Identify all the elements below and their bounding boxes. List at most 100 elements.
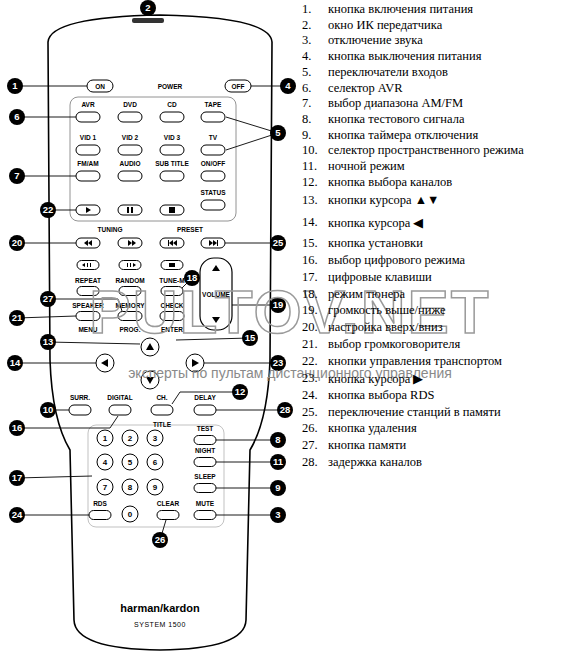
callout-circle: 20 — [9, 235, 25, 251]
key-label: 3 — [153, 434, 157, 443]
key-label: 9 — [153, 483, 157, 492]
button — [109, 405, 131, 415]
callout-number: 1 — [12, 81, 17, 91]
callout-number: 21 — [12, 313, 23, 323]
key-label: 1 — [103, 434, 107, 443]
button — [118, 112, 142, 122]
keypad-panel — [88, 425, 224, 527]
callout-circle: 28 — [277, 402, 293, 418]
leader-line — [216, 515, 278, 516]
list-number: 17. — [302, 270, 318, 285]
button-label: OFF — [232, 83, 245, 90]
round-button — [147, 454, 163, 470]
button-label: NIGHT — [195, 447, 215, 454]
list-number: 27. — [302, 438, 318, 453]
leader-line — [15, 363, 96, 364]
button-panel — [70, 97, 236, 221]
callout-number: 5 — [275, 128, 280, 138]
button — [160, 171, 184, 181]
button — [76, 171, 100, 181]
button-label: TV — [209, 134, 217, 141]
list-text: переключатели входов — [328, 65, 448, 80]
callout-circle: 24 — [9, 507, 25, 523]
button — [76, 238, 100, 248]
list-number: 19. — [302, 303, 318, 318]
leader-line — [17, 515, 89, 516]
key-label: 7 — [103, 483, 107, 492]
callout-number: 16 — [12, 423, 23, 433]
leader-line — [17, 176, 76, 177]
round-button — [122, 479, 138, 495]
leader-line — [216, 440, 278, 441]
button — [76, 205, 100, 215]
round-button — [97, 479, 113, 495]
ir-window — [132, 18, 164, 23]
callout-circle: 1 — [7, 78, 23, 94]
callout-number: 3 — [275, 510, 280, 520]
button — [201, 238, 225, 248]
callout-circle: 9 — [270, 480, 286, 496]
button-symbol — [101, 359, 108, 367]
callout-number: 22 — [43, 205, 54, 215]
list-text: кнопка выбора RDS — [328, 388, 434, 403]
button — [161, 261, 183, 270]
button-label: ON/OFF — [201, 160, 226, 167]
callout-number: 26 — [155, 535, 166, 545]
list-number: 25. — [302, 405, 318, 420]
list-text: выбор цифрового режима — [328, 253, 465, 268]
callout-circle: 4 — [280, 78, 296, 94]
list-number: 23. — [302, 371, 318, 386]
button-label: TAPE — [205, 101, 222, 108]
callout-number: 10 — [43, 405, 54, 415]
callout-circle: 10 — [40, 402, 56, 418]
button-label: TITLE — [153, 421, 171, 428]
button-symbol — [88, 240, 92, 246]
list-number: 18. — [302, 287, 318, 302]
round-button — [122, 506, 138, 522]
list-text: кнопка удаления — [328, 421, 417, 436]
button — [76, 145, 100, 155]
callout-circle: 6 — [9, 109, 25, 125]
button — [87, 80, 113, 92]
callout-circle: 25 — [270, 235, 286, 251]
list-text: громкость выше/ниже — [328, 303, 445, 318]
button — [118, 171, 142, 181]
leader-line — [216, 410, 285, 411]
button-label: FM/AM — [77, 160, 98, 167]
callout-circle: 14 — [7, 355, 23, 371]
button — [194, 436, 216, 445]
button-symbol — [217, 240, 218, 246]
button — [69, 405, 91, 415]
button — [194, 458, 216, 467]
callout-circle: 16 — [9, 420, 25, 436]
button-symbol — [169, 240, 173, 246]
list-number: 16. — [302, 253, 318, 268]
list-text: кнопка установки — [328, 236, 423, 251]
button-symbol — [209, 240, 213, 246]
button-symbol — [169, 207, 175, 213]
button-symbol — [128, 240, 132, 246]
callout-circle: 13 — [40, 334, 56, 350]
button-label: SURR. — [70, 394, 90, 401]
button — [194, 511, 216, 520]
callout-number: 25 — [273, 238, 284, 248]
key-label: 5 — [128, 458, 132, 467]
list-text: кнопка таймера отключения — [328, 128, 478, 143]
list-number: 3. — [302, 33, 311, 48]
leader-line — [172, 392, 240, 404]
list-text: цифровые клавиши — [328, 270, 432, 285]
model-name: SYSTEM 1500 — [134, 621, 186, 628]
button — [201, 200, 225, 210]
button — [201, 171, 225, 181]
leader-line — [15, 86, 87, 87]
button-label: VID 3 — [164, 134, 180, 141]
button-label: PRESET — [177, 226, 203, 233]
button-symbol — [130, 263, 131, 267]
callout-circle: 7 — [9, 168, 25, 184]
list-number: 15. — [302, 236, 318, 251]
callout-number: 4 — [285, 81, 290, 91]
leader-line — [17, 416, 118, 428]
round-button — [122, 454, 138, 470]
list-number: 24. — [302, 388, 318, 403]
callout-number: 9 — [275, 483, 280, 493]
